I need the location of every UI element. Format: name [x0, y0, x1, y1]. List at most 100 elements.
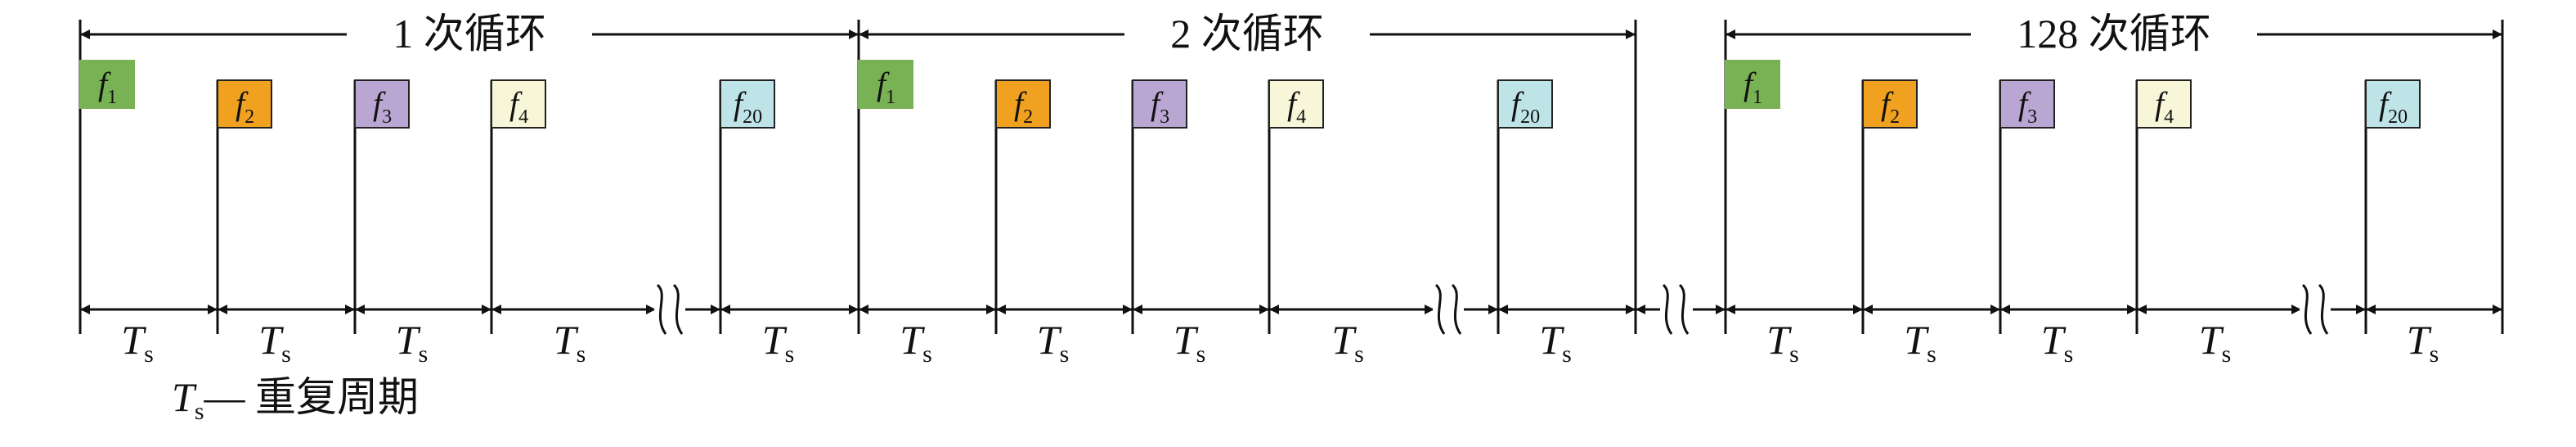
period-label-2-4: Ts: [1331, 317, 1364, 368]
period-label-1-1-sub: s: [144, 341, 154, 368]
break-mark-3-stroke-left: [2301, 283, 2313, 335]
period-label-3-5-main: T: [2407, 317, 2432, 363]
pulse-label-3-3-sub: 3: [2027, 106, 2037, 128]
period-label-2-5: Ts: [1539, 317, 1572, 368]
break-mark-between-cycles-stroke-right: [1678, 283, 1690, 335]
break-mark-2: [1433, 283, 1464, 335]
legend-symbol: T: [172, 374, 197, 420]
pulse-label-2-2-sub: 2: [1023, 106, 1033, 128]
period-label-3-3-sub: s: [2064, 341, 2074, 368]
period-label-3-5-sub: s: [2430, 341, 2439, 368]
pulse-box-1-1: [79, 60, 135, 109]
period-label-2-2-sub: s: [1060, 341, 1070, 368]
break-mark-3-stroke-right: [2318, 283, 2329, 335]
break-mark-2-stroke-right: [1451, 283, 1462, 335]
break-mark-1: [654, 283, 685, 335]
pulse-label-2-5-sub: 20: [1520, 106, 1540, 128]
period-label-3-2: Ts: [1904, 317, 1936, 368]
period-label-1-5: Ts: [762, 317, 795, 368]
pulse-label-1-4-sub: 4: [518, 106, 528, 128]
cycle-label-2: 2 次循环: [1170, 11, 1324, 56]
pulse-box-2-3: [1132, 79, 1187, 129]
pulse-box-2-5: [1497, 79, 1553, 129]
pulse-label-1-1-sub: 1: [107, 87, 117, 108]
period-label-1-5-main: T: [762, 317, 788, 363]
cycle-label-3: 128 次循环: [2017, 11, 2211, 56]
period-label-3-3: Ts: [2041, 317, 2074, 368]
period-label-3-4: Ts: [2199, 317, 2232, 368]
break-mark-between-cycles-stroke-left: [1662, 283, 1673, 335]
break-mark-between-cycles: [1660, 283, 1691, 335]
period-label-3-2-main: T: [1904, 317, 1929, 363]
period-label-1-1-main: T: [121, 317, 146, 363]
period-label-2-3: Ts: [1174, 317, 1206, 368]
period-label-1-2-sub: s: [281, 341, 291, 368]
legend-symbol-sub: s: [195, 398, 204, 425]
period-label-3-1-sub: s: [1789, 341, 1799, 368]
period-label-2-1-sub: s: [922, 341, 932, 368]
period-label-1-4: Ts: [554, 317, 586, 368]
period-label-1-4-sub: s: [577, 341, 586, 368]
pulse-box-2-1: [858, 60, 913, 109]
pulse-label-1-4: f4: [509, 85, 528, 128]
period-label-3-1: Ts: [1766, 317, 1799, 368]
pulse-label-2-3-sub: 3: [1160, 106, 1169, 128]
pulse-label-3-1-sub: 1: [1752, 87, 1762, 108]
pulse-box-1-3: [354, 79, 410, 129]
period-label-2-4-main: T: [1331, 317, 1357, 363]
pulse-label-1-2-sub: 2: [245, 106, 254, 128]
period-label-3-3-main: T: [2041, 317, 2067, 363]
period-label-3-1-main: T: [1766, 317, 1792, 363]
period-label-2-2-main: T: [1037, 317, 1062, 363]
pulse-label-1-5-sub: 20: [743, 106, 762, 128]
pulse-label-3-2-sub: 2: [1890, 106, 1900, 128]
period-label-3-5: Ts: [2407, 317, 2439, 368]
period-label-1-1: Ts: [121, 317, 154, 368]
pulse-box-2-4: [1268, 79, 1324, 129]
break-mark-between-cycles-gap: [1660, 305, 1691, 314]
break-mark-1-stroke-left: [656, 283, 667, 335]
period-label-2-1-main: T: [900, 317, 925, 363]
pulse-box-1-2: [217, 79, 272, 129]
break-mark-3: [2300, 283, 2331, 335]
legend: Ts— 重复周期: [172, 374, 419, 425]
cycle-label-1: 1 次循环: [393, 11, 546, 56]
period-label-3-4-sub: s: [2222, 341, 2232, 368]
break-mark-2-stroke-left: [1434, 283, 1446, 335]
period-label-1-5-sub: s: [785, 341, 795, 368]
period-label-3-2-sub: s: [1927, 341, 1936, 368]
break-mark-3-gap: [2300, 305, 2331, 314]
period-label-2-1: Ts: [900, 317, 932, 368]
period-label-1-3-sub: s: [419, 341, 429, 368]
pulse-box-1-4: [491, 79, 546, 129]
period-label-1-4-main: T: [554, 317, 579, 363]
period-label-1-3: Ts: [396, 317, 429, 368]
period-label-2-4-sub: s: [1354, 341, 1364, 368]
period-label-3-4-main: T: [2199, 317, 2224, 363]
pulse-label-1-3-sub: 3: [382, 106, 392, 128]
break-mark-2-gap: [1433, 305, 1464, 314]
period-label-1-2: Ts: [258, 317, 291, 368]
pulse-box-3-3: [1999, 79, 2055, 129]
period-label-2-2: Ts: [1037, 317, 1070, 368]
pulse-label-2-4-sub: 4: [1296, 106, 1306, 128]
pulse-label-3-5-sub: 20: [2388, 106, 2408, 128]
period-label-1-2-main: T: [258, 317, 284, 363]
pulse-box-1-5: [720, 79, 775, 129]
legend-text: — 重复周期: [204, 374, 420, 420]
pulse-box-3-5: [2365, 79, 2421, 129]
break-mark-1-stroke-right: [672, 283, 684, 335]
pulse-box-3-1: [1725, 60, 1780, 109]
period-label-2-5-sub: s: [1562, 341, 1572, 368]
pulse-label-2-1-sub: 1: [886, 87, 895, 108]
period-label-2-5-main: T: [1539, 317, 1564, 363]
break-mark-1-gap: [654, 305, 685, 314]
period-label-2-3-sub: s: [1196, 341, 1206, 368]
period-label-1-3-main: T: [396, 317, 421, 363]
pulse-box-3-4: [2136, 79, 2192, 129]
pulse-label-3-4-sub: 4: [2164, 106, 2174, 128]
pulse-box-3-2: [1862, 79, 1918, 129]
period-label-2-3-main: T: [1174, 317, 1199, 363]
